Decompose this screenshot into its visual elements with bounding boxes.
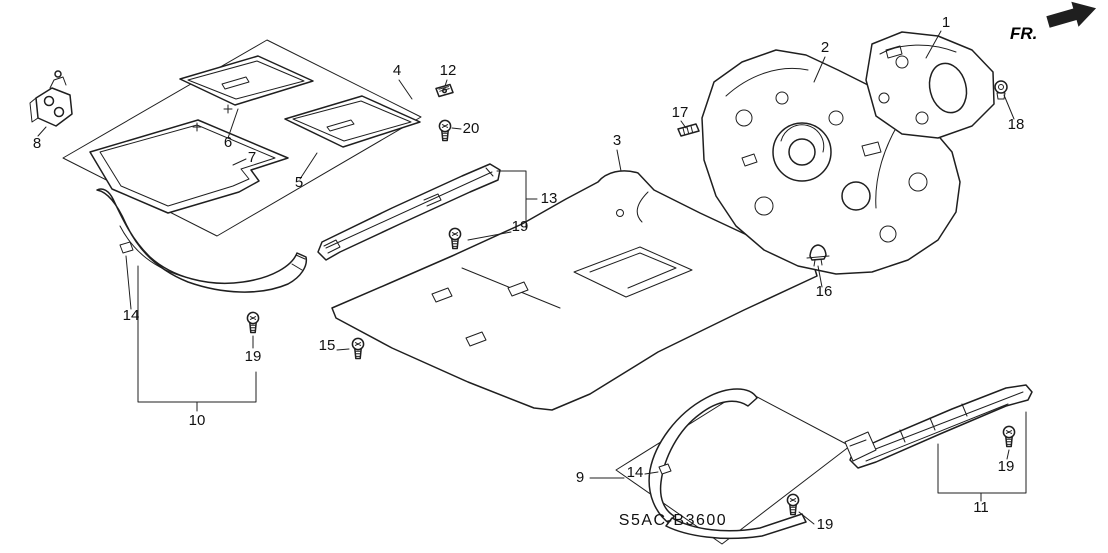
dash-upper-insulator <box>865 31 995 139</box>
screw-19-right <box>1002 425 1016 448</box>
callout-10: 10 <box>189 412 206 429</box>
footrest-bracket <box>29 70 73 127</box>
floor-mat-rear <box>284 95 421 148</box>
grommet-18 <box>994 80 1008 100</box>
callout-19-center: 19 <box>512 218 529 235</box>
screw-20 <box>438 119 452 142</box>
callout-14-left: 14 <box>123 307 140 324</box>
center-sill-trim <box>317 163 501 261</box>
callout-5: 5 <box>295 174 303 191</box>
screw-19-center <box>448 227 462 250</box>
callout-6: 6 <box>224 134 232 151</box>
callout-19-rear: 19 <box>817 516 834 533</box>
floor-mat-driver <box>89 104 289 214</box>
callout-19-left: 19 <box>245 348 262 365</box>
floor-mat-front-passenger <box>179 55 314 106</box>
diagram-art <box>29 30 1033 545</box>
side-sill-garnish-right <box>844 384 1033 469</box>
callout-17: 17 <box>672 104 689 121</box>
grommet-12 <box>435 83 454 98</box>
callout-19-right: 19 <box>998 458 1015 475</box>
callout-3: 3 <box>613 132 621 149</box>
callout-labels: 1 2 3 4 5 6 7 8 9 10 11 12 13 14 14 15 1… <box>33 14 1025 533</box>
screw-15 <box>351 337 365 360</box>
callout-18: 18 <box>1008 116 1025 133</box>
callout-11: 11 <box>973 499 989 516</box>
callout-14-rear: 14 <box>627 464 644 481</box>
callout-1: 1 <box>942 14 950 31</box>
clip-14-left <box>119 241 134 254</box>
callout-13: 13 <box>541 190 558 207</box>
fr-arrow-icon <box>1046 1 1097 28</box>
callout-9: 9 <box>576 469 584 486</box>
clip-14-rear <box>658 463 672 475</box>
leader-lines <box>37 30 1027 525</box>
callout-16: 16 <box>816 283 833 300</box>
callout-12: 12 <box>440 62 457 79</box>
callout-2: 2 <box>821 39 829 56</box>
clip-16 <box>806 244 830 267</box>
screw-19-rear <box>786 493 800 516</box>
callout-20: 20 <box>463 120 480 137</box>
side-sill-garnish-left <box>96 188 308 293</box>
side-sill-garnish-rear <box>648 388 807 540</box>
clip-17 <box>677 123 700 137</box>
callout-8: 8 <box>33 135 41 152</box>
fr-direction-indicator: FR. <box>1010 1 1097 43</box>
diagram-code: S5AC-B3600 <box>619 512 727 529</box>
callout-4: 4 <box>393 62 401 79</box>
callout-15: 15 <box>319 337 336 354</box>
screw-19-left <box>246 311 260 334</box>
floor-carpet <box>331 170 818 411</box>
callout-7: 7 <box>248 149 256 166</box>
floor-mat-set <box>62 39 422 237</box>
fr-label: FR. <box>1010 24 1037 43</box>
